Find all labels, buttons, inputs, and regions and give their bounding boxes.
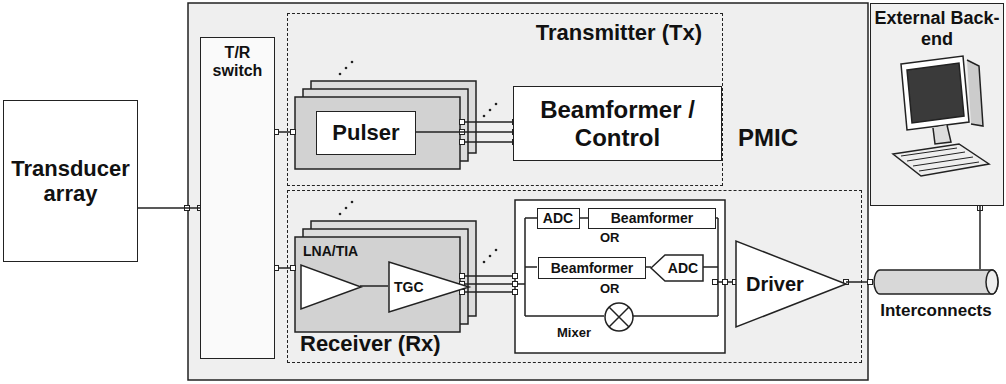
adc-block: ADC (651, 255, 703, 281)
node-label: Driver (746, 273, 804, 296)
pin-square (460, 274, 465, 279)
layout-stroke (489, 255, 492, 258)
tr-switch-box: T/R switch (200, 37, 275, 359)
layout-stroke (632, 218, 735, 316)
node-label: Receiver (Rx) (300, 331, 441, 356)
ellipsis-dots (339, 61, 498, 264)
mixer-symbol: Mixer (557, 301, 635, 341)
connector (580, 217, 589, 219)
node-label: Beamformer (551, 260, 633, 276)
pulser-box: Pulser (316, 111, 416, 155)
pin-square (513, 282, 518, 287)
connector (138, 207, 200, 209)
layout-stroke (483, 261, 486, 264)
node-label: Mixer (557, 326, 591, 341)
adc-box: ADC (537, 208, 580, 229)
node-label: Transmitter (Tx) (536, 20, 702, 45)
pin-square (868, 280, 873, 285)
driver-amplifier: Driver (736, 241, 846, 327)
layout-stroke (351, 61, 354, 64)
or-label: OR (600, 282, 620, 297)
node-label: T/R switch (201, 44, 274, 81)
node-label: Pulser (332, 120, 399, 145)
node-label: External Back-end (871, 8, 1003, 49)
node-label: Transducer array (4, 156, 137, 207)
pin-square (460, 120, 465, 125)
node-label: LNA/TIA (303, 243, 358, 259)
transducer-box: Transducer array (3, 100, 138, 262)
option-box (515, 200, 725, 353)
beamformer-box: Beamformer (588, 208, 716, 229)
pulser-cards (295, 81, 476, 169)
layout-stroke (351, 201, 354, 204)
layout-stroke (345, 67, 348, 70)
pin-square (513, 290, 518, 295)
connector (646, 266, 651, 268)
pmic-label: PMIC (738, 124, 798, 152)
or-label: OR (600, 231, 620, 246)
connector (846, 281, 868, 283)
pin-square (291, 266, 296, 271)
transmitter-group: Transmitter (Tx) Pulser Beamformer / Contr… (287, 13, 723, 186)
external-backend-box: External Back-end (870, 3, 1004, 206)
tgc-amplifier: TGC (389, 262, 469, 312)
layout-stroke (339, 213, 342, 216)
pin-square (723, 280, 728, 285)
node-label: ADC (543, 210, 573, 226)
pin-square (460, 140, 465, 145)
pin-square (713, 280, 718, 285)
layout-stroke (489, 109, 492, 112)
beamformer-control-box: Beamformer / Control (513, 86, 722, 161)
layout-stroke (495, 249, 498, 252)
node-label: Beamformer (611, 210, 693, 226)
housing (188, 3, 868, 380)
lna-amplifier: LNA/TIA (299, 243, 371, 311)
frontend-cards (295, 221, 476, 332)
receiver-group: Receiver (Rx)LNA/TIATGCADCBeamformerBeam… (287, 190, 862, 363)
layout-stroke (345, 207, 348, 210)
pin-square (291, 130, 296, 135)
node-label: ADC (668, 260, 698, 276)
layout-stroke (495, 103, 498, 106)
node-label: TGC (394, 279, 424, 295)
node-label: Interconnects (868, 301, 1004, 321)
connector (979, 206, 981, 269)
pin-square (513, 274, 518, 279)
layout-stroke (295, 97, 460, 169)
interconnect-cable: Interconnects (868, 269, 1004, 321)
layout-stroke (483, 115, 486, 118)
beamformer-box: Beamformer (538, 257, 646, 279)
layout-stroke (339, 73, 342, 76)
connector (416, 131, 513, 133)
node-label: Beamformer / Control (514, 96, 721, 151)
layout-stroke (360, 285, 388, 287)
